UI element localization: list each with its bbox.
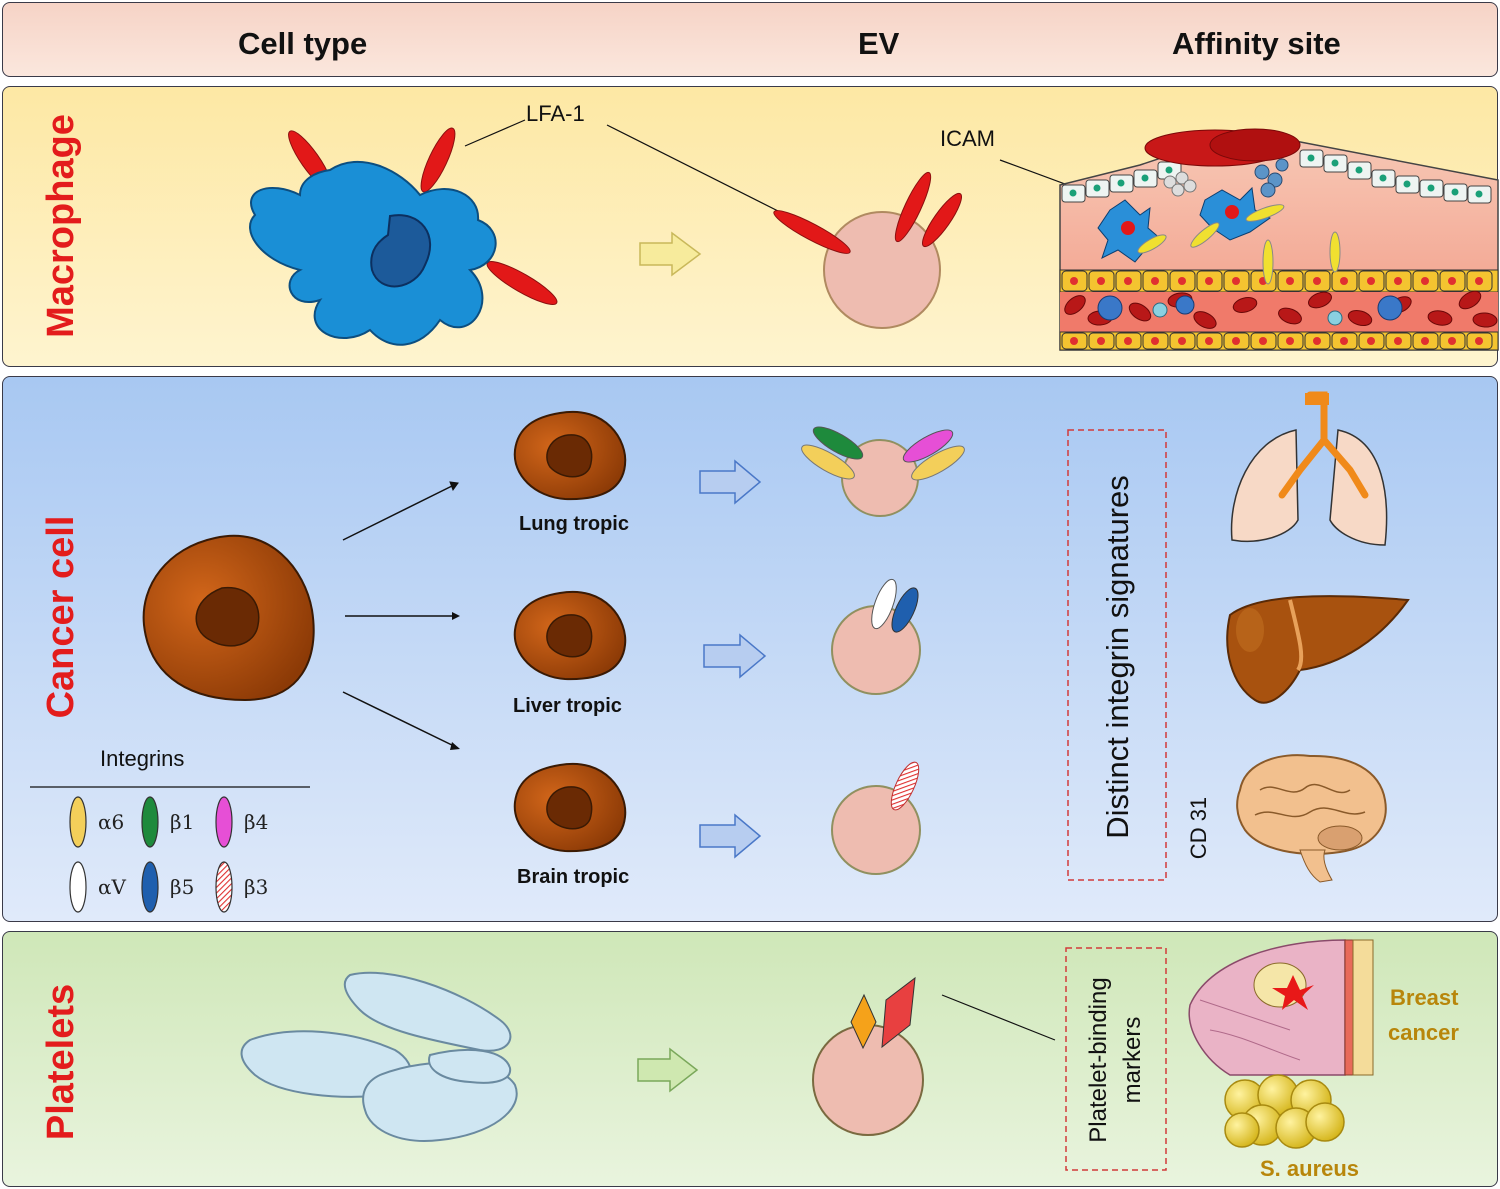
tropic-cell xyxy=(513,762,627,853)
header-cell-type: Cell type xyxy=(238,26,368,61)
markers-label-line2: markers xyxy=(1119,1017,1146,1104)
vessel-tissue-scene xyxy=(1059,128,1499,351)
liver-ev xyxy=(831,578,921,695)
breast-label-line2: cancer xyxy=(1388,1020,1459,1045)
platelets-ev xyxy=(812,976,924,1136)
tropic-cell xyxy=(513,590,627,681)
legend-item: β4 xyxy=(215,796,268,848)
cancer-row-label: Cancer cell xyxy=(40,516,82,719)
legend-item: β1 xyxy=(141,796,194,848)
s-aureus-label: S. aureus xyxy=(1260,1156,1359,1181)
breast-tissue-illustration xyxy=(1188,939,1374,1076)
macrophage-row-label: Macrophage xyxy=(40,114,82,338)
lung-organ-illustration xyxy=(1230,391,1388,546)
platelets-arrow xyxy=(637,1047,699,1093)
liver-tropic-label: Liver tropic xyxy=(513,695,622,717)
cd31-label: CD 31 xyxy=(1186,797,1211,859)
legend-item: β5 xyxy=(141,861,194,913)
header-affinity-site: Affinity site xyxy=(1172,26,1341,61)
cancer-arrows xyxy=(699,459,767,859)
liver-organ-illustration xyxy=(1226,595,1410,704)
legend-symbol: β5 xyxy=(170,875,194,899)
legend-symbol: αV xyxy=(98,875,127,899)
cancer-parent-cell xyxy=(142,534,315,702)
legend-symbol: β1 xyxy=(170,810,194,834)
macrophage-ev xyxy=(773,171,962,329)
markers-box xyxy=(1065,947,1167,1171)
header-ev: EV xyxy=(858,26,900,61)
brain-ev xyxy=(831,761,921,875)
brain-tropic-label: Brain tropic xyxy=(517,866,629,888)
legend-symbol: β4 xyxy=(244,810,268,834)
lung-tropic-label: Lung tropic xyxy=(519,513,629,535)
brain-organ-illustration xyxy=(1236,754,1387,883)
platelet-cluster xyxy=(240,971,518,1142)
icam-label: ICAM xyxy=(940,126,995,151)
macrophage-cell xyxy=(249,127,558,346)
legend-symbol: α6 xyxy=(98,810,124,834)
markers-label-line1: Platelet-binding xyxy=(1085,977,1112,1142)
legend-item: β3 xyxy=(215,861,268,913)
integrins-legend-title: Integrins xyxy=(100,746,184,771)
legend-item: α6 xyxy=(69,796,124,848)
legend-item: αV xyxy=(69,861,127,913)
signatures-label: Distinct integrin signatures xyxy=(1100,475,1135,839)
platelets-row-label: Platelets xyxy=(40,984,82,1140)
macrophage-arrow xyxy=(639,231,702,277)
header-bar xyxy=(2,2,1498,77)
tropic-cell xyxy=(513,410,627,501)
s-aureus-cluster xyxy=(1224,1074,1345,1149)
breast-label-line1: Breast xyxy=(1390,985,1459,1010)
legend-symbol: β3 xyxy=(244,875,268,899)
lfa1-label: LFA-1 xyxy=(526,101,585,126)
lung-ev xyxy=(801,426,965,517)
integrins-legend: α6 β1 β4 αV β5 β3 xyxy=(69,796,268,913)
signatures-box xyxy=(1067,429,1167,881)
